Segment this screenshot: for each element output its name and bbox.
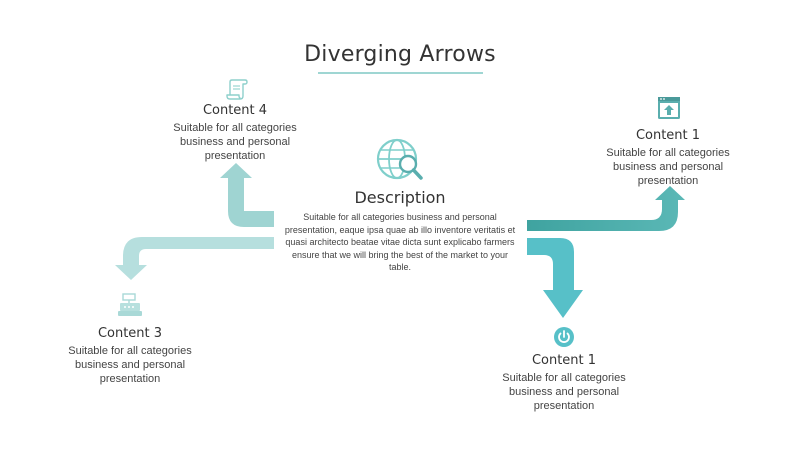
arrow-content-4 [220,163,274,227]
slide-title: Diverging Arrows [304,42,496,67]
description-text: Suitable for all categories business and… [284,212,516,272]
center-description: Description Suitable for all categories … [280,188,520,274]
content-1-top-block: Content 1 Suitable for all categories bu… [598,128,738,188]
arrow-content-3 [115,237,274,280]
globe-search-icon [376,138,423,180]
content-3-heading: Content 3 [97,326,163,341]
content-3-block: Content 3 Suitable for all categories bu… [60,326,200,386]
content-4-block: Content 4 Suitable for all categories bu… [165,103,305,163]
content-1-bottom-block: Content 1 Suitable for all categories bu… [494,353,634,413]
content-4-heading: Content 4 [202,103,268,118]
cash-register-icon [118,293,142,316]
title-underline [318,72,483,74]
content-1-bottom-text: Suitable for all categories business and… [502,372,626,412]
scroll-icon [226,79,248,100]
content-4-text: Suitable for all categories business and… [173,122,297,162]
content-3-text: Suitable for all categories business and… [68,345,192,385]
description-heading: Description [354,188,446,207]
upload-window-icon [658,97,680,119]
arrow-content-1-bottom [527,238,583,318]
content-1-top-text: Suitable for all categories business and… [606,147,730,187]
power-icon [554,327,574,347]
arrow-content-1-top [527,186,685,231]
content-1-bottom-heading: Content 1 [531,353,597,368]
content-1-top-heading: Content 1 [635,128,701,143]
